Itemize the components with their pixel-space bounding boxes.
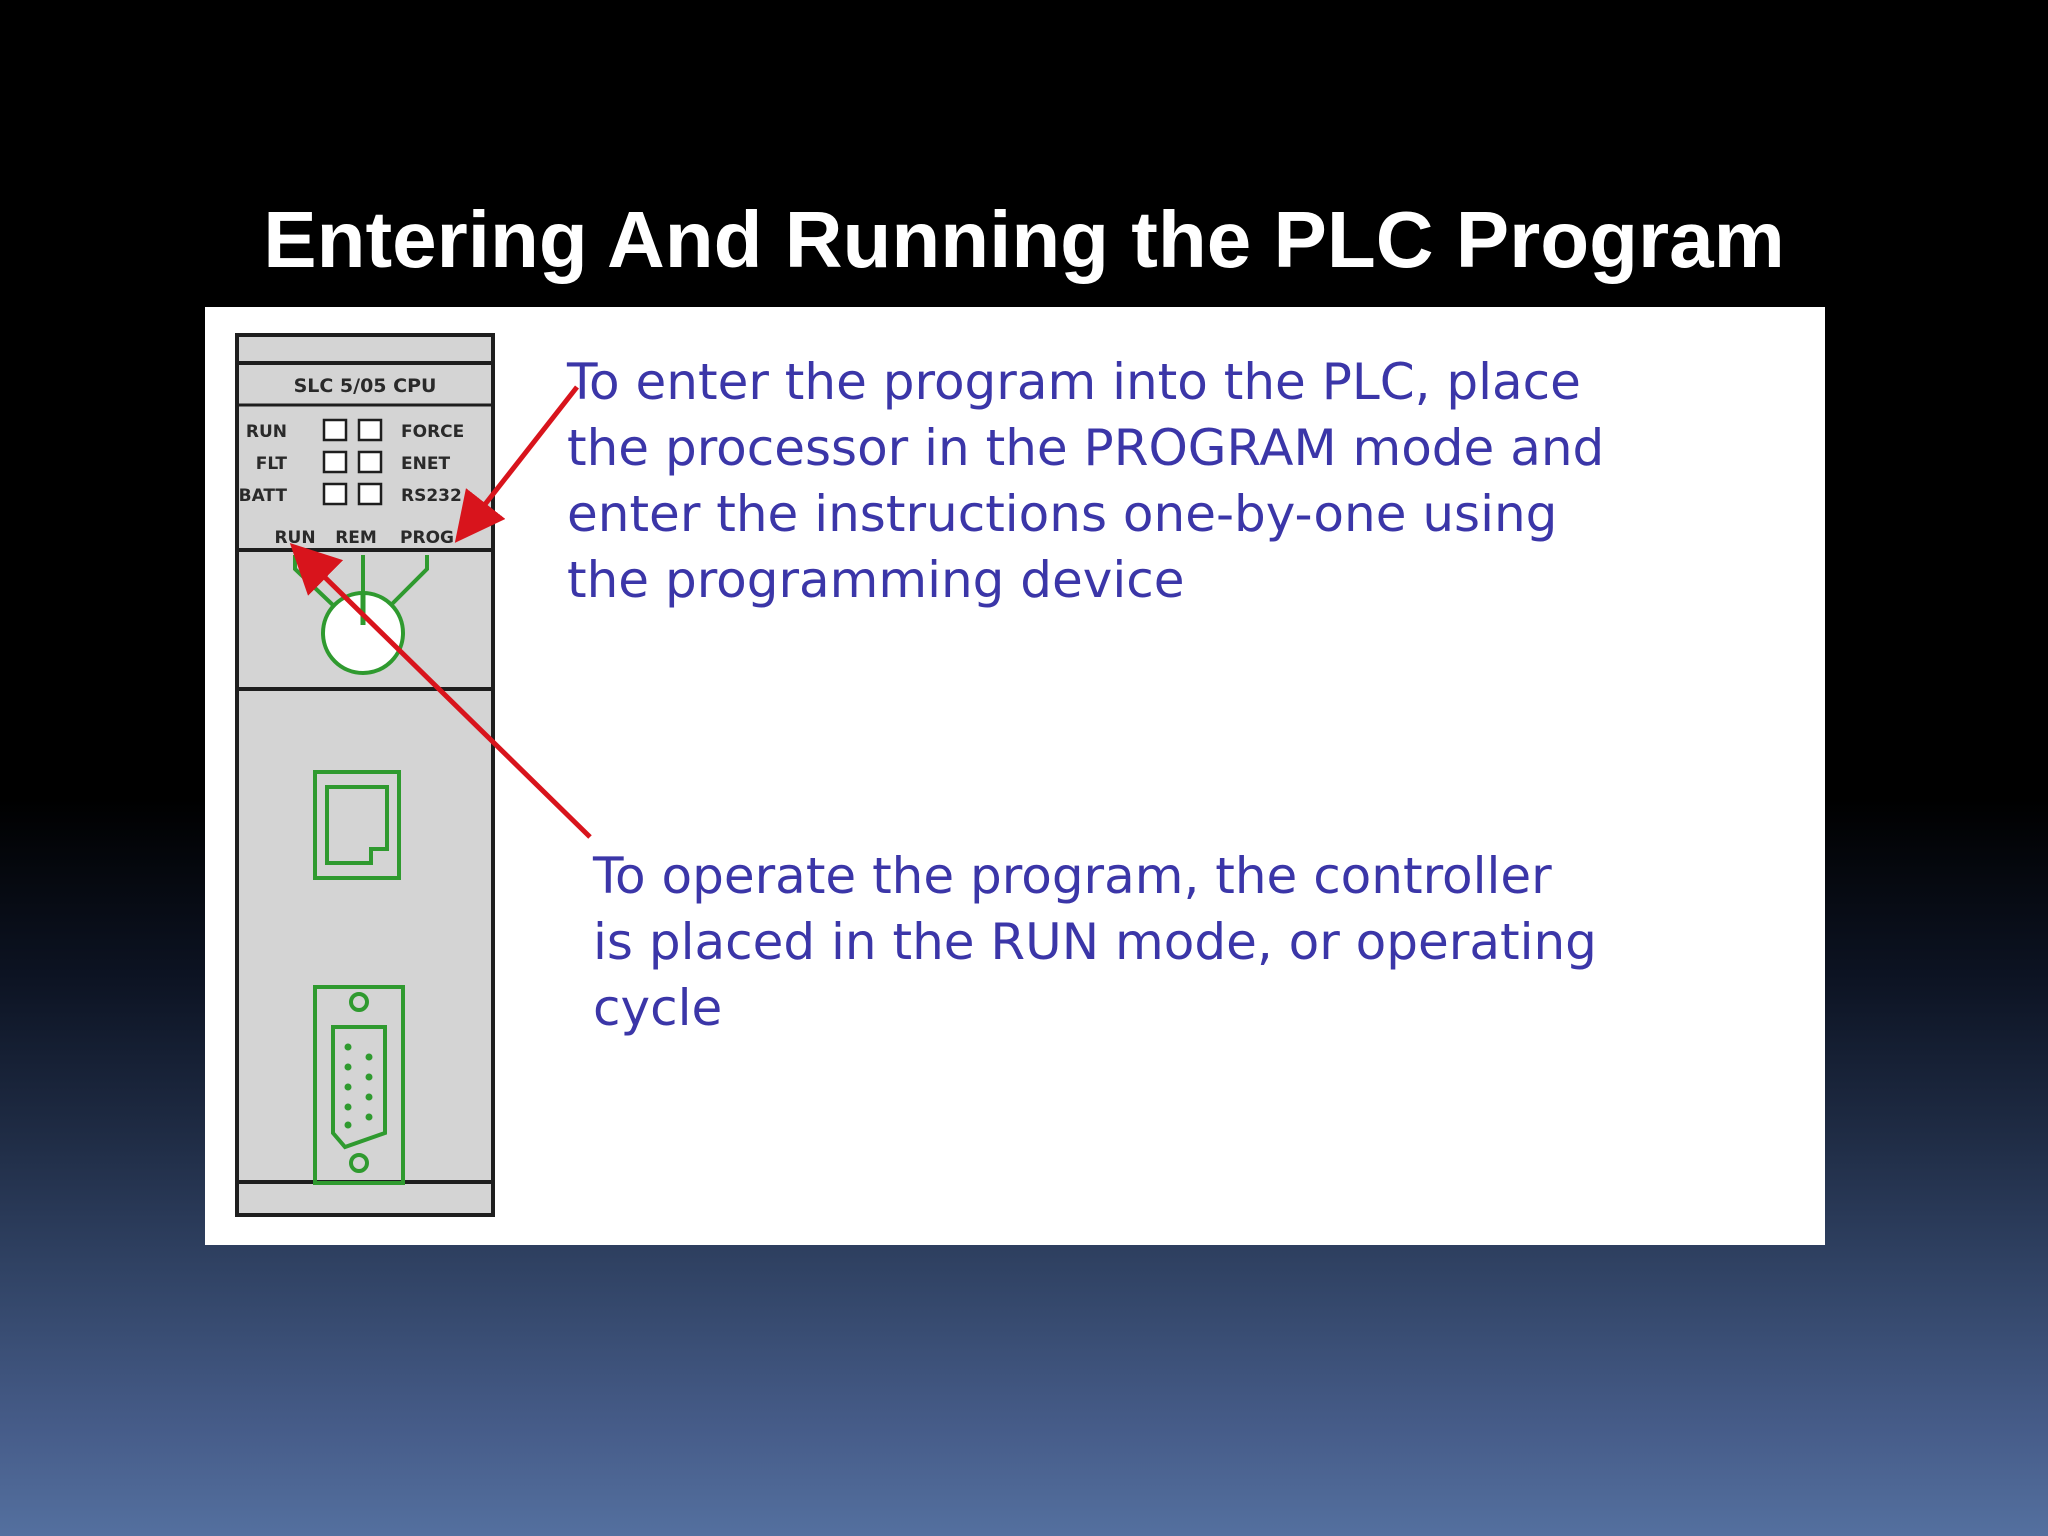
led-rs232 — [357, 482, 383, 506]
led-label-flt: FLT — [256, 454, 288, 474]
arrow-to-run-position — [289, 543, 592, 839]
caption-line: To enter the program into the PLC, place — [567, 353, 1581, 411]
keyswitch-label-prog: PROG — [400, 528, 454, 548]
led-force — [357, 418, 383, 442]
arrow-to-prog-position — [454, 385, 579, 543]
led-flt — [322, 450, 348, 474]
keyswitch-label-rem: REM — [335, 528, 377, 548]
led-run — [322, 418, 348, 442]
serial-port-pins — [344, 1043, 373, 1129]
caption-enter-program: To enter the program into the PLC, place… — [567, 349, 1604, 613]
serial-port-icon — [313, 985, 405, 1185]
module-model-label: SLC 5/05 CPU — [294, 375, 437, 397]
caption-line: enter the instructions one-by-one using — [567, 485, 1558, 543]
led-enet — [357, 450, 383, 474]
status-led-row-2: FLT ENET — [256, 450, 450, 474]
led-label-batt: BATT — [239, 486, 288, 506]
led-label-enet: ENET — [401, 454, 450, 474]
plc-cpu-module: SLC 5/05 CPU RUN FORCE FLT ENET BATT RS2… — [235, 333, 592, 1217]
caption-line: the programming device — [567, 551, 1185, 609]
caption-line: the processor in the PROGRAM mode and — [567, 419, 1605, 477]
caption-line: cycle — [593, 979, 723, 1037]
status-led-row-3: BATT RS232 — [239, 482, 462, 506]
keyswitch-label-run: RUN — [274, 528, 315, 548]
led-label-rs232: RS232 — [401, 486, 462, 506]
led-label-force: FORCE — [401, 422, 464, 442]
slide-title: Entering And Running the PLC Program — [263, 194, 1785, 284]
status-led-row-1: RUN FORCE — [246, 418, 464, 442]
plc-diagram-figure: SLC 5/05 CPU RUN FORCE FLT ENET BATT RS2… — [205, 307, 1825, 1245]
module-housing — [235, 333, 495, 1217]
ethernet-port-icon — [313, 770, 401, 880]
caption-run-program: To operate the program, the controller i… — [593, 843, 1597, 1041]
led-label-run: RUN — [246, 422, 287, 442]
led-batt — [322, 482, 348, 506]
caption-line: To operate the program, the controller — [593, 847, 1552, 905]
caption-line: is placed in the RUN mode, or operating — [593, 913, 1597, 971]
